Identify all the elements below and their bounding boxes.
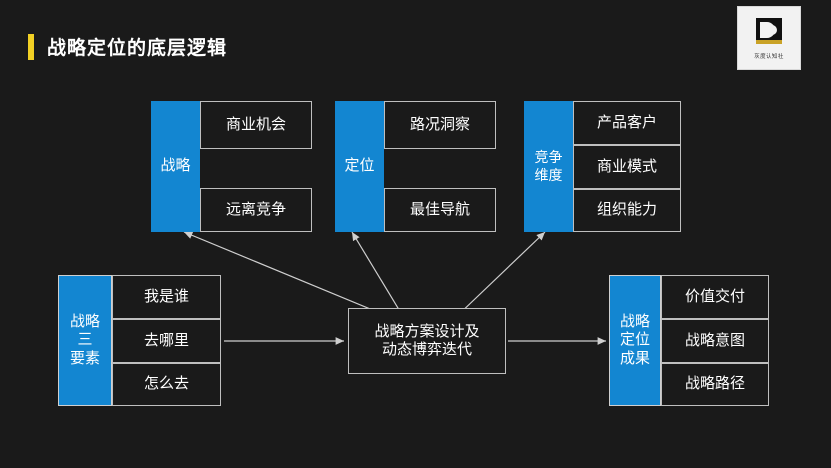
group-competition-item-0: 产品客户 bbox=[573, 101, 681, 145]
title-accent-bar bbox=[28, 33, 34, 60]
group-outcome-label-line-1: 定位 bbox=[619, 331, 650, 349]
group-three-elements-item-0: 我是谁 bbox=[112, 275, 221, 319]
group-competition-label-line-0: 竞争 bbox=[534, 149, 563, 166]
group-three-elements-item-1: 去哪里 bbox=[112, 319, 221, 363]
group-competition-item-1: 商业模式 bbox=[573, 145, 681, 189]
group-outcome-item-1: 战略意图 bbox=[661, 319, 769, 363]
center-node: 战略方案设计及 动态博弈迭代 bbox=[348, 308, 506, 374]
group-strategy-item-1: 远离竞争 bbox=[200, 188, 312, 232]
group-competition-label-line-1: 维度 bbox=[534, 166, 563, 183]
title-text: 战略定位的底层逻辑 bbox=[47, 38, 228, 59]
group-three-elements-item-2: 怎么去 bbox=[112, 363, 221, 406]
grayscale-cognition-logo: 灰度认知社 bbox=[737, 6, 801, 70]
group-strategy-label: 战略 bbox=[151, 101, 200, 232]
logo-caption: 灰度认知社 bbox=[754, 54, 784, 60]
group-three-elements-label-line-1: 三 bbox=[77, 331, 93, 349]
center-node-line-1: 动态博弈迭代 bbox=[381, 341, 472, 358]
group-competition-label: 竞争 维度 bbox=[524, 101, 573, 232]
group-outcome-label-line-0: 战略 bbox=[619, 313, 650, 331]
group-strategy-item-0: 商业机会 bbox=[200, 101, 312, 149]
group-positioning-item-1: 最佳导航 bbox=[384, 188, 496, 232]
group-outcome-label-line-2: 成果 bbox=[619, 349, 650, 367]
group-three-elements-label-line-2: 要素 bbox=[69, 349, 100, 367]
group-competition-item-2: 组织能力 bbox=[573, 189, 681, 232]
group-positioning-item-0: 路况洞察 bbox=[384, 101, 496, 149]
group-positioning-label: 定位 bbox=[335, 101, 384, 232]
group-three-elements-label-line-0: 战略 bbox=[69, 313, 100, 331]
page-title: 战略定位的底层逻辑 bbox=[28, 33, 227, 60]
logo-mark-icon bbox=[756, 18, 782, 44]
center-node-line-0: 战略方案设计及 bbox=[374, 322, 480, 340]
group-three-elements-label: 战略 三 要素 bbox=[58, 275, 112, 406]
group-outcome-label: 战略 定位 成果 bbox=[609, 275, 661, 406]
group-outcome-item-2: 战略路径 bbox=[661, 363, 769, 406]
group-outcome-item-0: 价值交付 bbox=[661, 275, 769, 319]
